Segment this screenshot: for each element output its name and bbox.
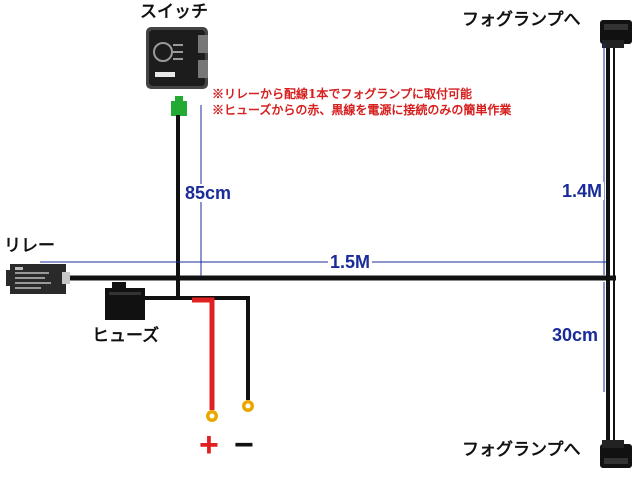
fog-lamp-top-label: フォグランプへ <box>462 10 581 30</box>
black-wires <box>60 44 616 445</box>
fog-lamp-connector-top-icon <box>600 20 632 48</box>
fuse-holder-icon <box>105 282 145 320</box>
fuse-label: ヒューズ <box>92 326 160 346</box>
ring-terminal-positive-icon <box>206 410 218 422</box>
measure-main-wire: 1.5M <box>328 252 373 272</box>
relay-icon <box>6 264 70 294</box>
fog-lamp-connector-bottom-icon <box>600 440 632 468</box>
relay-label: リレー <box>4 236 55 256</box>
switch-label: スイッチ <box>140 2 208 22</box>
positive-sign: + <box>199 426 219 464</box>
fog-lamp-switch-icon <box>146 27 208 89</box>
negative-sign: − <box>234 426 254 464</box>
switch-connector-icon <box>171 96 187 116</box>
ring-terminal-negative-icon <box>242 400 254 412</box>
note-2: ※ヒューズからの赤、黒線を電源に接続のみの簡単作業 <box>212 103 512 117</box>
measure-lamp-span: 1.4M <box>560 181 605 201</box>
note-1: ※リレーから配線1本でフォグランプに取付可能 <box>212 87 472 101</box>
positive-wire <box>192 297 215 410</box>
measure-switch-wire: 85cm <box>183 183 234 203</box>
measure-lamp-branch: 30cm <box>550 325 601 345</box>
fog-lamp-bottom-label: フォグランプへ <box>462 440 581 460</box>
